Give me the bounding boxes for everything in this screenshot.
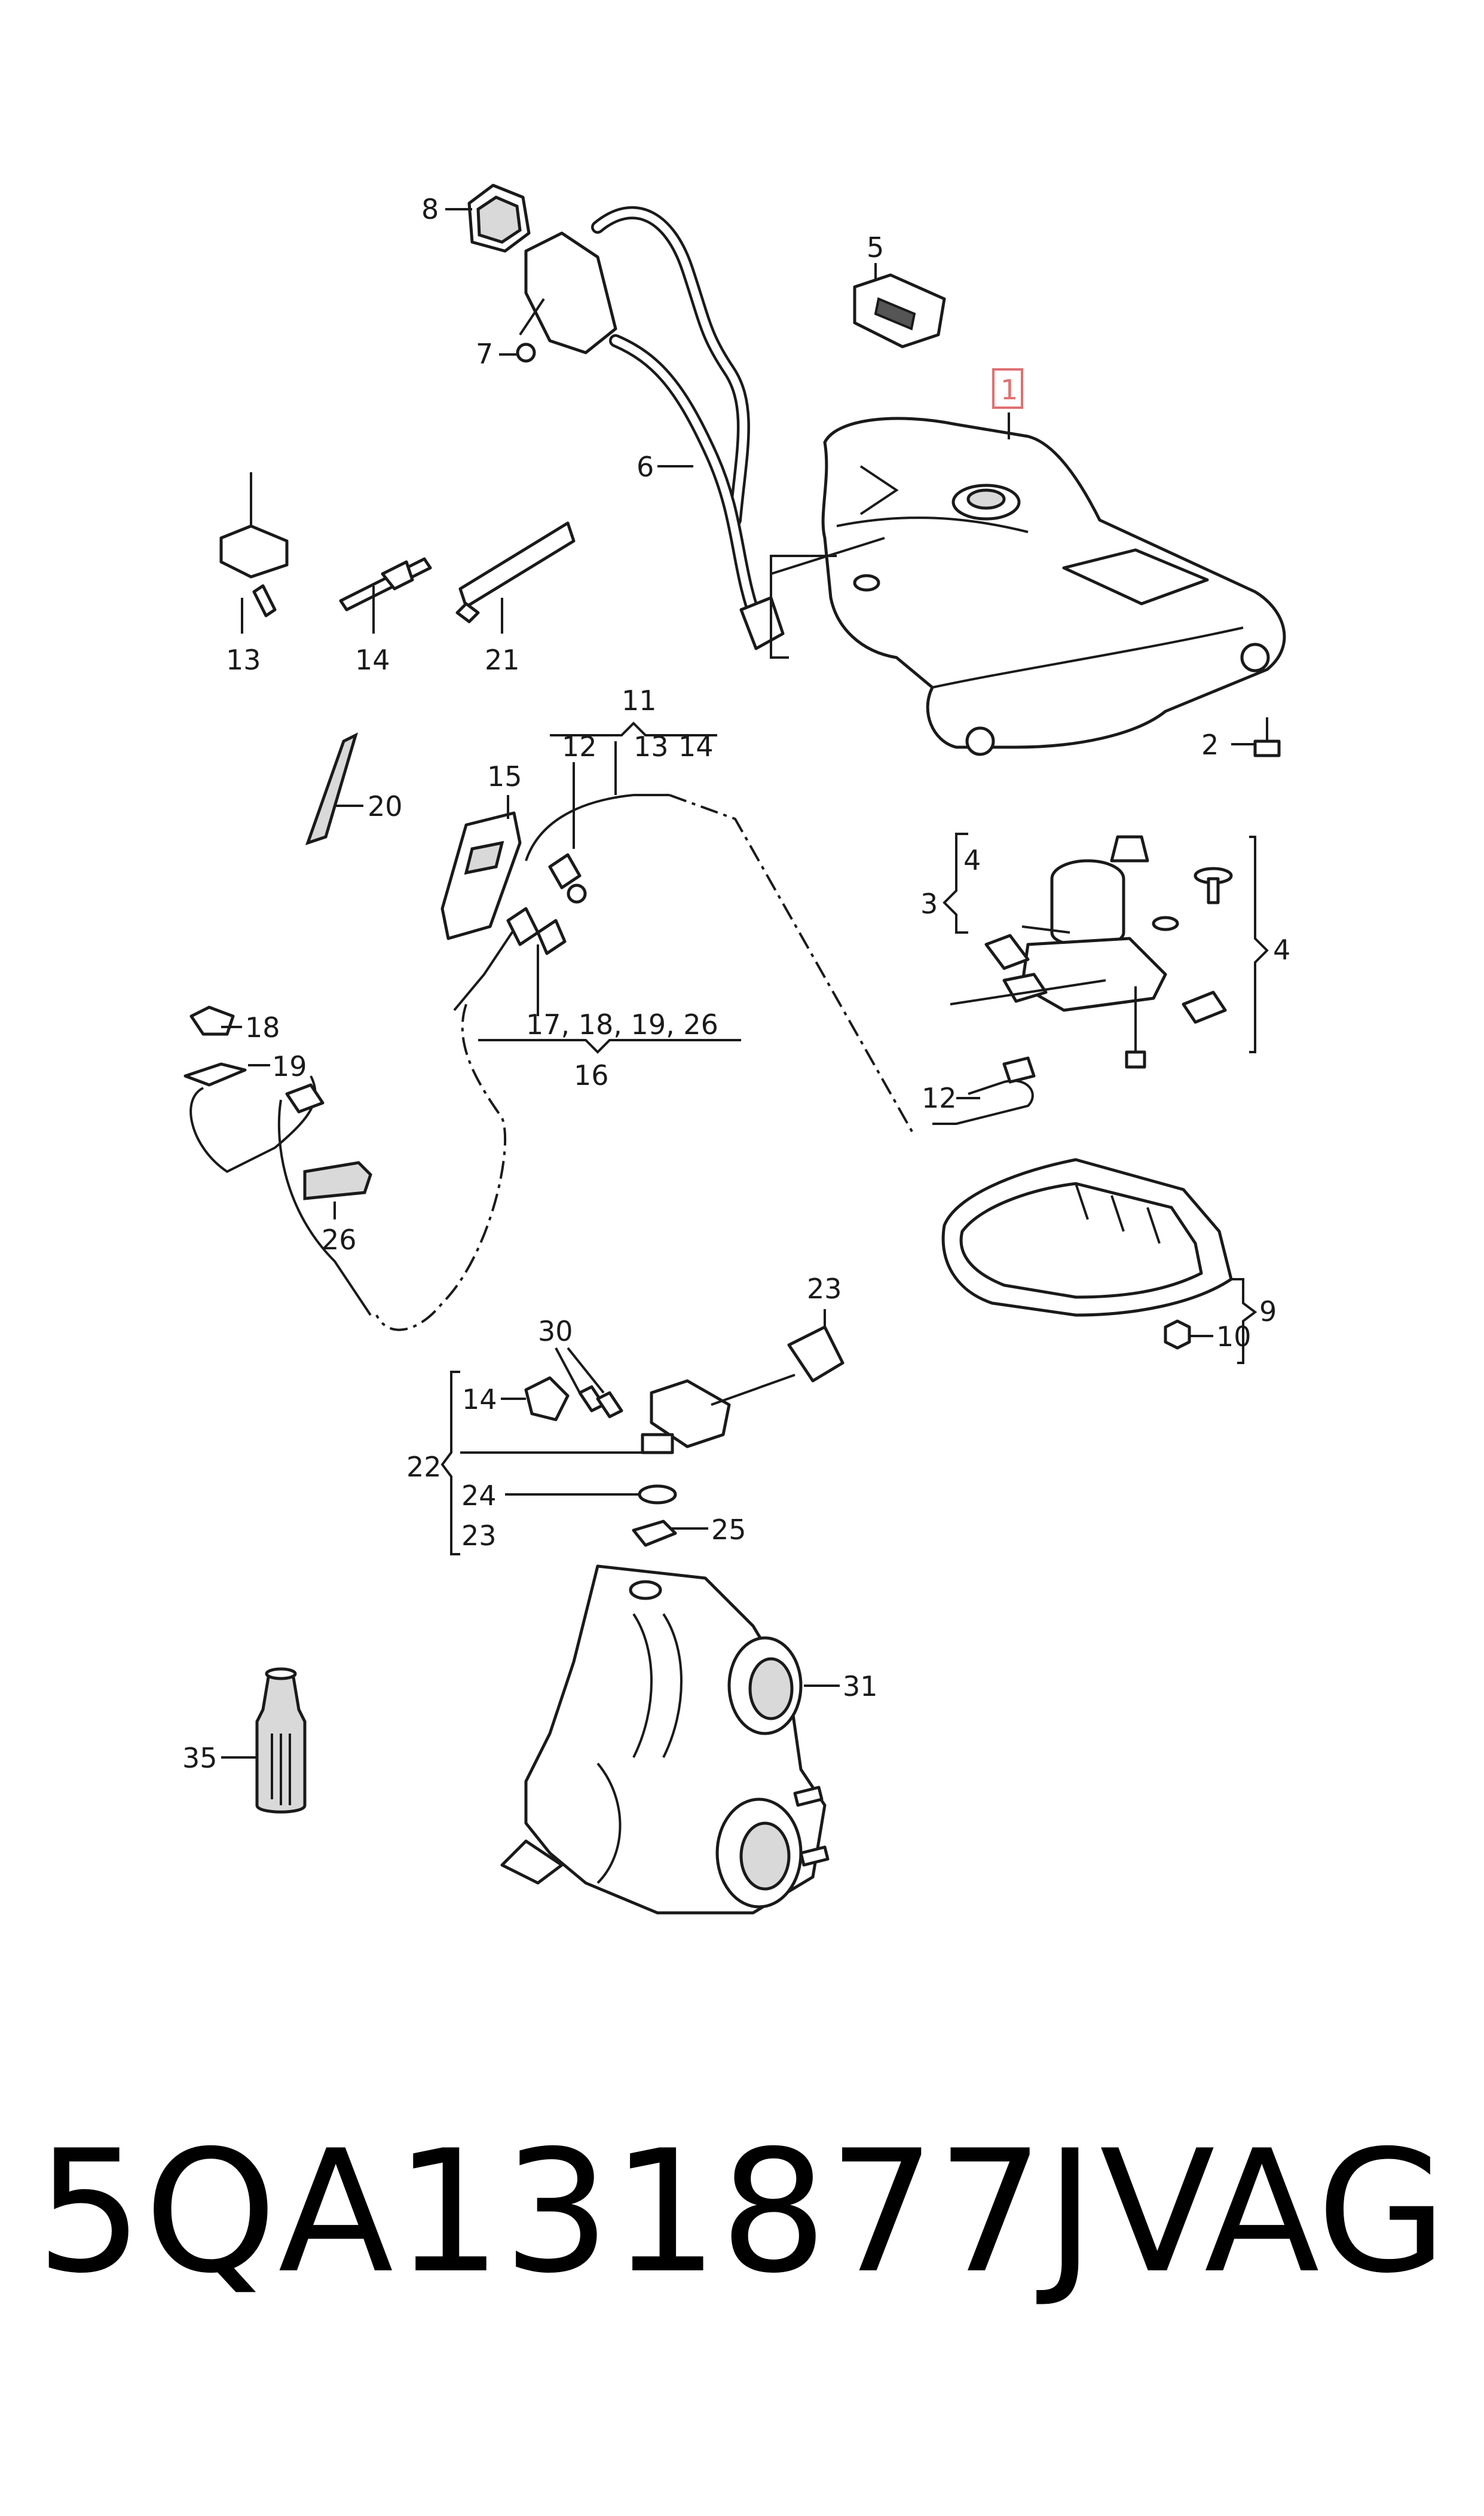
callout-5: 5 <box>867 231 884 264</box>
callout-23b: 23 <box>461 1520 497 1552</box>
callout-15: 15 <box>487 760 522 793</box>
brand-label: VAG <box>1100 2114 1448 2310</box>
callout-1-box <box>992 368 1023 409</box>
callout-1: 1 <box>1000 374 1018 406</box>
brace-11 <box>550 722 717 736</box>
part-1-reducing-agent-tank <box>821 417 1286 756</box>
part-18-clip <box>189 1005 235 1036</box>
callout-9: 9 <box>1259 1295 1277 1328</box>
callout-23a: 23 <box>807 1273 842 1305</box>
callout-14c: 14 <box>462 1383 497 1416</box>
part-14-cable-tie <box>339 557 432 612</box>
callout-21: 21 <box>485 644 520 676</box>
callout-7: 7 <box>476 338 493 370</box>
callout-10: 10 <box>1216 1320 1252 1353</box>
leader-30 <box>555 1347 605 1394</box>
callout-18: 18 <box>245 1011 280 1044</box>
callout-19: 19 <box>272 1050 307 1083</box>
part-11-wiring-harness <box>375 794 916 1331</box>
callout-11: 11 <box>622 684 657 717</box>
callout-17-group: 17, 18, 19, 26 <box>526 1008 718 1041</box>
brace-4 <box>1249 836 1269 1053</box>
callout-35: 35 <box>182 1742 218 1774</box>
part-7-screw <box>516 298 545 363</box>
callout-13b: 13 <box>634 730 669 763</box>
callout-14a: 14 <box>355 644 390 676</box>
part-9-heat-shield <box>941 1158 1233 1317</box>
part-35-bottle <box>255 1667 307 1814</box>
callout-12b: 12 <box>922 1082 957 1114</box>
brace-16 <box>478 1039 741 1054</box>
callout-20: 20 <box>368 790 403 823</box>
leader-3-line <box>950 979 1106 1005</box>
callout-6: 6 <box>637 451 654 483</box>
callout-30: 30 <box>538 1315 573 1347</box>
brace-9 <box>1231 1278 1257 1364</box>
callout-12a: 12 <box>562 730 597 763</box>
callout-13: 13 <box>226 644 261 676</box>
callout-14b: 14 <box>678 730 714 763</box>
callout-31: 31 <box>843 1670 878 1702</box>
callout-24: 24 <box>461 1479 497 1512</box>
parts-diagram: 8 6 7 5 1 <box>182 184 1290 1915</box>
callout-3: 3 <box>920 888 938 920</box>
tank-bracket-line <box>770 555 837 659</box>
part-number: 5QA131877J <box>36 2114 1096 2310</box>
part-31-converter <box>500 1564 830 1915</box>
part-15-bracket <box>440 811 522 940</box>
callout-26: 26 <box>322 1224 357 1256</box>
callout-22: 22 <box>406 1451 442 1483</box>
part-16-harness <box>453 907 567 1011</box>
part-22-injector <box>578 1325 844 1454</box>
callout-2: 2 <box>1201 729 1219 761</box>
brace-22 <box>440 1371 460 1555</box>
part-4-grommets <box>1110 835 1233 1069</box>
part-3-pump <box>984 859 1167 1012</box>
callout-16: 16 <box>574 1059 609 1092</box>
brace-3 <box>943 833 968 934</box>
part-13-sensor-bracket <box>219 472 289 617</box>
part-21-holder <box>455 521 576 623</box>
part-24-seal <box>638 1484 677 1505</box>
part-26-bracket <box>303 1161 372 1200</box>
callout-4b: 4 <box>1273 934 1290 966</box>
part-8-filler-cap <box>467 184 531 253</box>
part-25-clamp <box>632 1520 677 1547</box>
part-2-bolt <box>1253 717 1281 757</box>
part-19-hose-clip <box>183 1062 372 1316</box>
part-20-strip <box>305 732 359 845</box>
callout-4a: 4 <box>963 844 981 876</box>
part-5-connector <box>853 273 946 348</box>
part-6-filler-neck <box>524 206 785 650</box>
part-10-nut <box>1164 1319 1191 1350</box>
part-14-clamp <box>524 1376 570 1421</box>
part-12-sensor-cable <box>932 1056 1036 1125</box>
callout-8: 8 <box>421 193 439 225</box>
callout-25: 25 <box>711 1514 746 1546</box>
